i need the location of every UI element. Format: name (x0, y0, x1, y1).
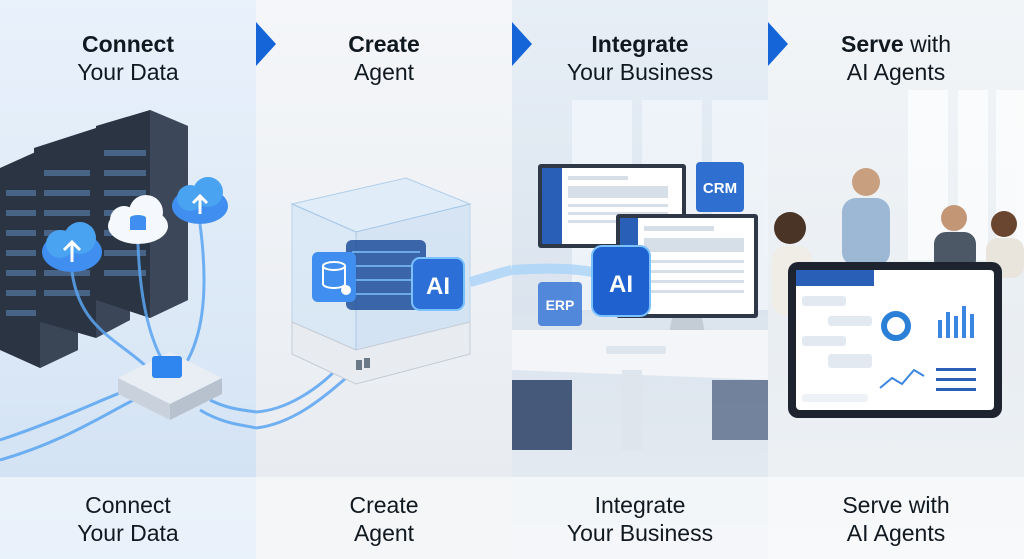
network-hub (118, 352, 222, 420)
step-caption: Serve with AI Agents (768, 491, 1024, 547)
step-title-bold: Create (348, 31, 420, 57)
data-tube (512, 263, 593, 277)
step-title-bold: Serve (841, 31, 904, 57)
database-icon (108, 195, 168, 244)
step-caption-line2: Your Data (77, 520, 179, 546)
agent-cube-illustration: AI (256, 177, 512, 430)
ai-chip: AI (411, 257, 465, 311)
step-connect-data: Connect Your Data (0, 0, 256, 559)
step-title-bold: Connect (82, 31, 174, 57)
crm-label: CRM (703, 180, 737, 197)
data-cables (256, 368, 347, 430)
office-integration-illustration: CRM ERP AI (512, 100, 768, 450)
step-caption-line1: Serve with (842, 492, 950, 518)
caption-band (256, 477, 512, 559)
step-caption: Integrate Your Business (512, 491, 768, 547)
data-servers-illustration (0, 110, 256, 462)
step-title-rest: Your Data (77, 59, 179, 85)
step-caption-line1: Integrate (594, 492, 686, 518)
step-title: Serve with AI Agents (768, 30, 1024, 86)
database-gear-icon (312, 252, 356, 302)
step-create-agent: Create Agent (256, 0, 512, 559)
step-title-rest: Agent (353, 59, 415, 85)
step-title-bold: Integrate (591, 31, 689, 57)
step-caption-line1: Create (349, 492, 419, 518)
ai-chip: AI (591, 245, 651, 317)
step-caption-line2: AI Agents (846, 520, 946, 546)
step-title-rest: Your Business (566, 59, 714, 85)
ai-core (346, 240, 426, 310)
ai-chip-label: AI (426, 273, 450, 300)
step-serve-ai-agents: Serve with AI Agents (768, 0, 1024, 559)
step-integrate-business: Integrate Your Business CRM (512, 0, 768, 559)
chevron-right-icon (512, 22, 532, 66)
data-tube (468, 265, 512, 287)
step-caption: Connect Your Data (0, 491, 256, 547)
step-caption-line1: Connect (85, 492, 171, 518)
crm-badge: CRM (696, 162, 744, 212)
erp-label: ERP (546, 297, 575, 313)
cloud-upload-icon (42, 222, 102, 272)
caption-band (0, 477, 256, 559)
step-title-mid: with (903, 31, 951, 57)
dashboard-monitor (616, 214, 758, 348)
tablet-dashboard (788, 262, 1002, 418)
step-caption-line2: Your Business (566, 520, 714, 546)
erp-badge: ERP (538, 282, 582, 326)
cloud-upload-icon (172, 177, 228, 224)
caption-band (768, 477, 1024, 559)
step-title: Integrate Your Business (512, 30, 768, 86)
step-title: Create Agent (256, 30, 512, 86)
office-desk (512, 330, 768, 450)
step-title-rest: AI Agents (846, 59, 946, 85)
step-caption: Create Agent (256, 491, 512, 547)
chevron-right-icon (256, 22, 276, 66)
step-caption-line2: Agent (353, 520, 415, 546)
step-title: Connect Your Data (0, 30, 256, 86)
caption-band (512, 477, 768, 559)
ai-service-illustration (772, 90, 1024, 418)
ai-chip-label: AI (609, 271, 633, 298)
chevron-right-icon (768, 22, 788, 66)
